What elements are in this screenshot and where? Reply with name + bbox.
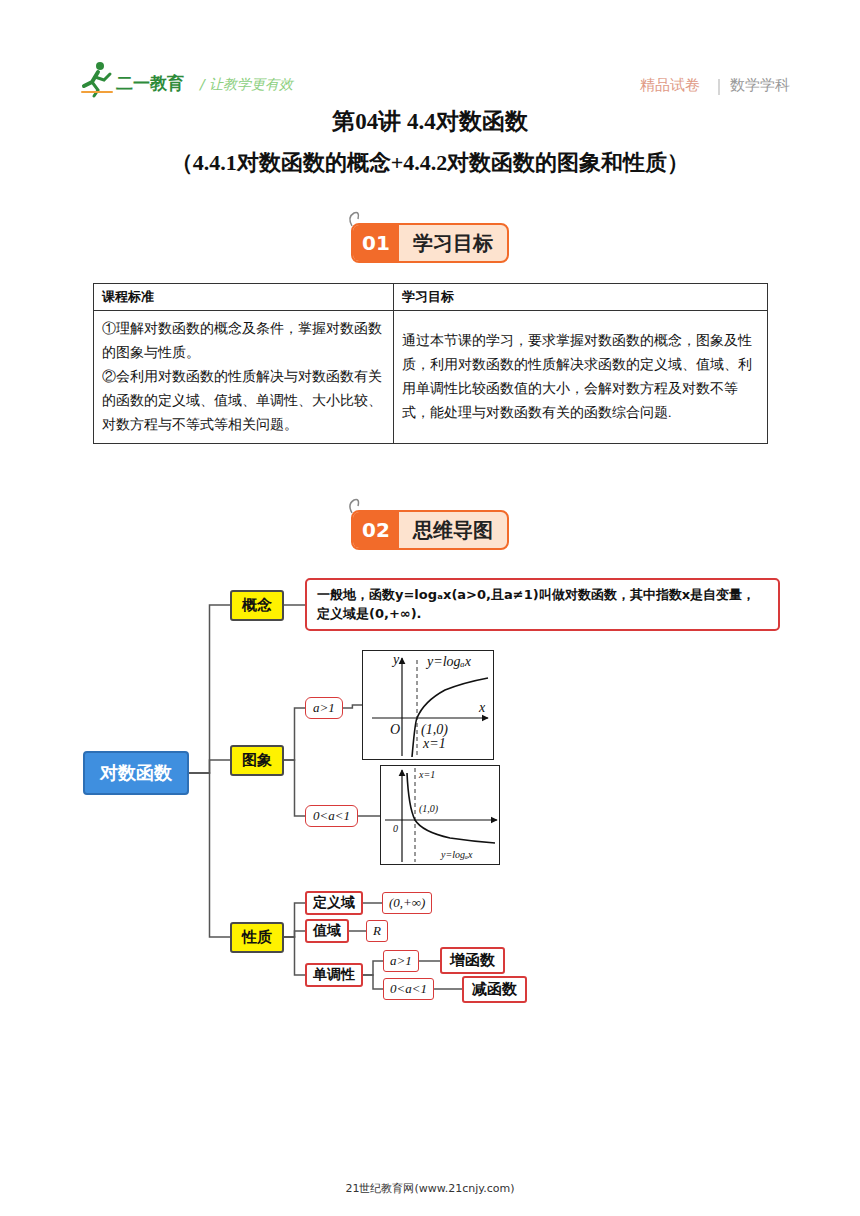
logo-figure — [82, 62, 112, 96]
tree-connector — [434, 988, 462, 990]
branch-box: 概念 — [230, 590, 284, 621]
value-box: (0,+∞) — [382, 892, 432, 914]
node-text: 0<a<1 — [313, 808, 350, 823]
node-text: a>1 — [313, 700, 335, 715]
tree-connector — [419, 960, 440, 962]
node-text: y=logₐx — [427, 655, 471, 669]
node-text: 0 — [393, 824, 398, 834]
objectives-table: 课程标准 学习目标 ①理解对数函数的概念及条件，掌握对数函数的图象与性质。②会利… — [93, 283, 768, 444]
graph-box: y y=logₐxO (1,0) x x=1 — [362, 650, 494, 760]
node-text: O — [390, 723, 400, 737]
page-subtitle: （4.4.1对数函数的概念+4.4.2对数函数的图象和性质） — [0, 148, 860, 178]
node-text: y=logₐx — [441, 850, 472, 860]
node-text: 一般地，函数y=logₐx(a>0,且a≠1)叫做对数函数，其中指数x是自变量，… — [317, 587, 755, 622]
condition-box: a>1 — [383, 950, 419, 972]
table-cell-text: ①理解对数函数的概念及条件，掌握对数函数的图象与性质。 — [102, 317, 385, 365]
node-text: 性质 — [242, 928, 272, 946]
node-text: (1,0) — [419, 804, 438, 814]
tree-connector — [189, 605, 230, 773]
brand-name: 二一教育 — [116, 72, 184, 95]
tree-connector — [284, 760, 305, 816]
log-graph-decreasing — [385, 768, 497, 862]
table-header: 课程标准 — [102, 288, 385, 306]
header-separator — [718, 79, 720, 95]
log-graph-increasing — [372, 658, 488, 758]
table-header-cell: 学习目标 — [394, 284, 768, 311]
tree-connector — [284, 931, 305, 937]
header-tag: 精品试卷 — [640, 76, 700, 95]
concept-box: 一般地，函数y=logₐx(a>0,且a≠1)叫做对数函数，其中指数x是自变量，… — [305, 578, 780, 631]
branch-box: 图象 — [230, 745, 284, 776]
condition-box: 0<a<1 — [305, 805, 358, 827]
table-cell-text: 通过本节课的学习，要求掌握对数函数的概念，图象及性质，利用对数函数的性质解决求函… — [402, 329, 759, 425]
property-box: 定义域 — [305, 891, 363, 915]
tree-connector — [284, 903, 305, 937]
tree-connector — [284, 604, 305, 606]
tree-connector — [189, 760, 230, 773]
node-text: 定义域 — [313, 894, 355, 910]
table-cell-text: ②会利用对数函数的性质解决与对数函数有关的函数的定义域、值域、单调性、大小比较、… — [102, 365, 385, 437]
section-badge: 02思维导图 — [351, 510, 509, 550]
footer-text: 21世纪教育网(www.21cnjy.com) — [0, 1181, 860, 1196]
node-text: 概念 — [242, 596, 272, 614]
tree-connector — [363, 902, 382, 904]
tree-connector — [349, 930, 366, 932]
node-text: x=1 — [423, 737, 446, 751]
node-text: 增函数 — [450, 951, 495, 969]
node-text: 0<a<1 — [390, 981, 427, 996]
node-text: 思维导图 — [399, 512, 507, 548]
node-text: 01 — [353, 225, 399, 261]
tree-connector — [284, 708, 305, 760]
page-title: 第04讲 4.4对数函数 — [0, 106, 860, 137]
table-body-cell: 通过本节课的学习，要求掌握对数函数的概念，图象及性质，利用对数函数的性质解决求函… — [394, 311, 768, 444]
node-text: y — [393, 653, 399, 667]
node-text: 减函数 — [472, 980, 517, 998]
condition-box: a>1 — [305, 697, 343, 719]
branch-box: 性质 — [230, 922, 284, 953]
tree-connector — [189, 773, 230, 937]
node-text: 图象 — [242, 751, 272, 769]
tree-connector — [363, 975, 383, 989]
table-header-cell: 课程标准 — [94, 284, 394, 311]
table-header: 学习目标 — [402, 288, 759, 306]
property-box: 值域 — [305, 919, 349, 943]
result-box: 增函数 — [440, 947, 505, 974]
tree-connector — [284, 937, 305, 975]
node-text: 学习目标 — [399, 225, 507, 261]
tree-connector — [358, 815, 380, 817]
node-text: x — [479, 701, 485, 715]
value-box: R — [366, 920, 388, 942]
node-text: a>1 — [390, 953, 412, 968]
tree-connector — [343, 705, 362, 708]
tree-connector — [363, 961, 383, 975]
node-text: 单调性 — [313, 966, 355, 982]
condition-box: 0<a<1 — [383, 978, 434, 1000]
header-subject: 数学学科 — [730, 76, 790, 95]
root-box: 对数函数 — [83, 751, 189, 795]
node-text: R — [373, 923, 381, 938]
node-text: 值域 — [313, 922, 341, 938]
result-box: 减函数 — [462, 976, 527, 1003]
property-box: 单调性 — [305, 963, 363, 987]
table-body-cell: ①理解对数函数的概念及条件，掌握对数函数的图象与性质。②会利用对数函数的性质解决… — [94, 311, 394, 444]
brand-slogan: / 让教学更有效 — [200, 76, 293, 94]
node-text: 对数函数 — [100, 762, 172, 783]
section-badge: 01学习目标 — [351, 223, 509, 263]
graph-box: x=1 (1,0) 0 y=logₐx — [380, 765, 500, 865]
node-text: (0,+∞) — [389, 895, 425, 910]
node-text: x=1 — [419, 770, 435, 780]
node-text: (1,0) — [421, 723, 448, 737]
node-text: 02 — [353, 512, 399, 548]
